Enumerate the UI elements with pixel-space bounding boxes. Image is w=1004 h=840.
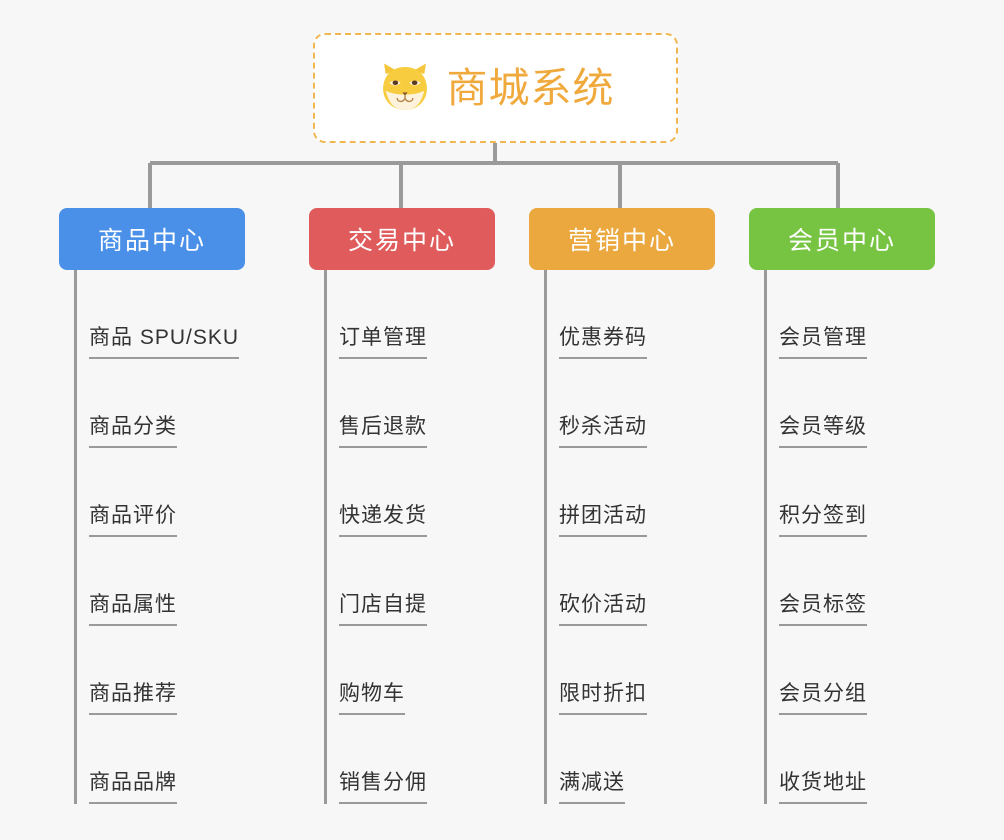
list-item-label: 砍价活动 [559, 594, 647, 626]
list-item[interactable]: 会员标签 [749, 537, 935, 626]
list-item[interactable]: 订单管理 [309, 270, 495, 359]
list-item[interactable]: 满减送 [529, 715, 715, 804]
item-list-member-center: 会员管理 会员等级 积分签到 会员标签 会员分组 收货地址 [749, 270, 935, 804]
list-item-label: 门店自提 [339, 594, 427, 626]
item-list-product-center: 商品 SPU/SKU 商品分类 商品评价 商品属性 商品推荐 商品品牌 [59, 270, 245, 804]
category-label: 商品中心 [97, 227, 206, 255]
category-label: 交易中心 [347, 227, 456, 255]
list-item[interactable]: 积分签到 [749, 448, 935, 537]
category-label: 会员中心 [787, 227, 896, 255]
shiba-dog-face-icon [377, 60, 433, 116]
list-item-label: 会员标签 [779, 594, 867, 626]
list-item[interactable]: 秒杀活动 [529, 359, 715, 448]
list-item[interactable]: 门店自提 [309, 537, 495, 626]
list-item[interactable]: 会员分组 [749, 626, 935, 715]
list-item-label: 积分签到 [779, 505, 867, 537]
list-item[interactable]: 快递发货 [309, 448, 495, 537]
category-card-trade-center[interactable]: 交易中心 [309, 208, 495, 270]
list-item-label: 售后退款 [339, 416, 427, 448]
list-item[interactable]: 拼团活动 [529, 448, 715, 537]
list-item-label: 商品评价 [89, 505, 177, 537]
list-item-label: 销售分佣 [339, 772, 427, 804]
list-item[interactable]: 会员管理 [749, 270, 935, 359]
root-node-content: 商城系统 [377, 60, 615, 116]
list-item-label: 订单管理 [339, 327, 427, 359]
list-item-label: 商品推荐 [89, 683, 177, 715]
list-item-label: 商品 SPU/SKU [89, 327, 240, 359]
item-list-trade-center: 订单管理 售后退款 快递发货 门店自提 购物车 销售分佣 [309, 270, 495, 804]
list-item-label: 会员等级 [779, 416, 867, 448]
branch-column-member-center: 会员中心 会员管理 会员等级 积分签到 会员标签 会员分组 收货地址 [749, 208, 935, 804]
branch-column-trade-center: 交易中心 订单管理 售后退款 快递发货 门店自提 购物车 销售分佣 [309, 208, 495, 804]
root-title: 商城系统 [446, 64, 615, 111]
list-item-label: 商品属性 [89, 594, 177, 626]
list-item[interactable]: 商品评价 [59, 448, 245, 537]
list-item[interactable]: 购物车 [309, 626, 495, 715]
column-spine [544, 270, 547, 804]
list-item[interactable]: 销售分佣 [309, 715, 495, 804]
list-item[interactable]: 收货地址 [749, 715, 935, 804]
list-item-label: 优惠券码 [559, 327, 647, 359]
list-item-label: 快递发货 [339, 505, 427, 537]
list-item-label: 商品分类 [89, 416, 177, 448]
list-item[interactable]: 售后退款 [309, 359, 495, 448]
list-item-label: 购物车 [339, 683, 405, 715]
item-list-marketing-center: 优惠券码 秒杀活动 拼团活动 砍价活动 限时折扣 满减送 [529, 270, 715, 804]
list-item[interactable]: 限时折扣 [529, 626, 715, 715]
list-item[interactable]: 商品 SPU/SKU [59, 270, 245, 359]
list-item-label: 商品品牌 [89, 772, 177, 804]
list-item-label: 秒杀活动 [559, 416, 647, 448]
list-item[interactable]: 商品属性 [59, 537, 245, 626]
branch-column-marketing-center: 营销中心 优惠券码 秒杀活动 拼团活动 砍价活动 限时折扣 满减送 [529, 208, 715, 804]
column-spine [324, 270, 327, 804]
list-item[interactable]: 商品分类 [59, 359, 245, 448]
list-item[interactable]: 商品推荐 [59, 626, 245, 715]
branch-column-product-center: 商品中心 商品 SPU/SKU 商品分类 商品评价 商品属性 商品推荐 商品品牌 [59, 208, 245, 804]
list-item-label: 拼团活动 [559, 505, 647, 537]
list-item-label: 收货地址 [779, 772, 867, 804]
category-card-member-center[interactable]: 会员中心 [749, 208, 935, 270]
root-node[interactable]: 商城系统 [313, 33, 678, 143]
category-card-marketing-center[interactable]: 营销中心 [529, 208, 715, 270]
list-item[interactable]: 商品品牌 [59, 715, 245, 804]
list-item-label: 会员分组 [779, 683, 867, 715]
list-item[interactable]: 优惠券码 [529, 270, 715, 359]
list-item-label: 限时折扣 [559, 683, 647, 715]
list-item[interactable]: 砍价活动 [529, 537, 715, 626]
column-spine [764, 270, 767, 804]
list-item[interactable]: 会员等级 [749, 359, 935, 448]
column-spine [74, 270, 77, 804]
list-item-label: 满减送 [559, 772, 625, 804]
category-label: 营销中心 [567, 227, 676, 255]
category-card-product-center[interactable]: 商品中心 [59, 208, 245, 270]
list-item-label: 会员管理 [779, 327, 867, 359]
